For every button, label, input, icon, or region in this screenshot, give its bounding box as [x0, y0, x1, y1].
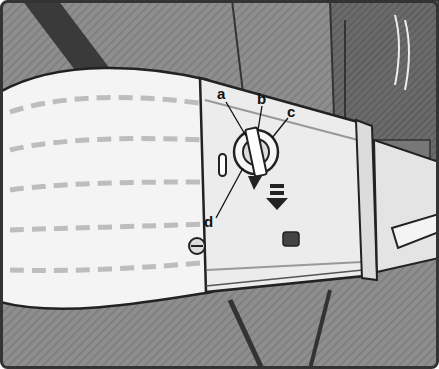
callout-letter: c — [287, 104, 295, 119]
release-slot — [219, 154, 226, 176]
ignition-key — [245, 127, 267, 176]
callout-letter: a — [217, 86, 225, 101]
callout-letter: d — [204, 214, 213, 229]
column-boot — [0, 68, 212, 309]
push-arrow — [266, 184, 288, 210]
stalk-lever — [392, 214, 439, 248]
screw — [189, 238, 205, 254]
column-shroud — [200, 78, 364, 292]
leader-lines — [216, 102, 288, 218]
callout-letter: b — [257, 91, 266, 106]
